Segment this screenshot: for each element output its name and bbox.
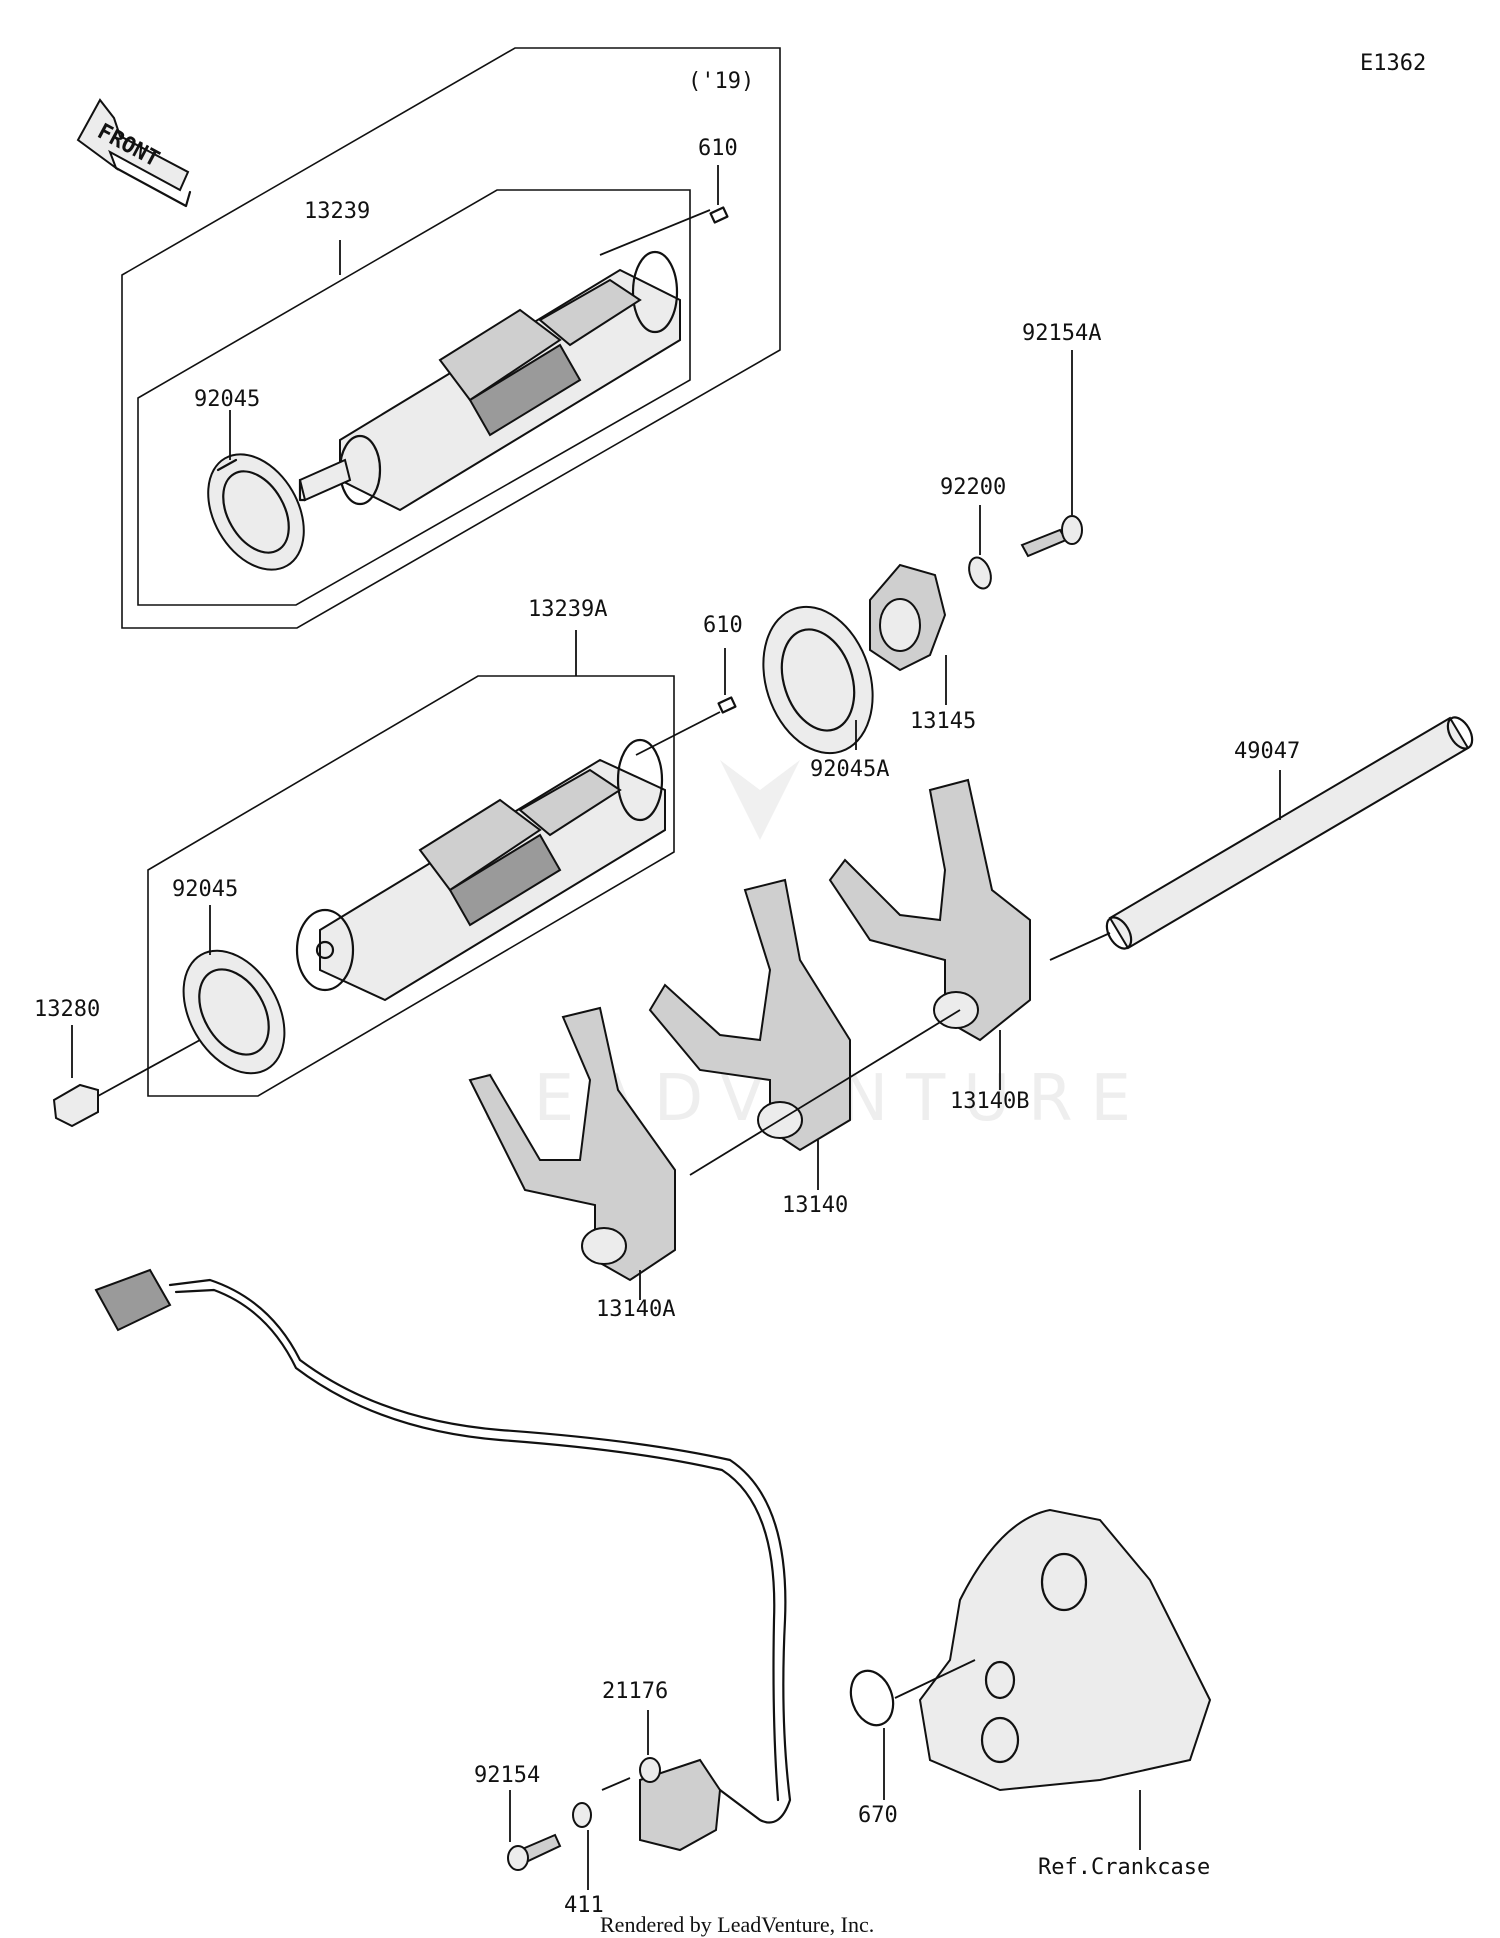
drum-main-bracket [147, 675, 675, 1097]
label-13145: 13145 [910, 709, 976, 734]
label-ref-crankcase: Ref.Crankcase [1038, 1855, 1210, 1880]
bolt-92154A [1020, 528, 1068, 558]
washer-92200 [968, 556, 992, 590]
label-13140B: 13140B [950, 1089, 1029, 1114]
label-610-top: 610 [698, 136, 738, 161]
pin-610-top [709, 206, 729, 224]
shift-fork-13140A: 13140A [468, 1006, 676, 1322]
label-610-mid: 610 [703, 613, 743, 638]
bolt-92154: 92154 [474, 1763, 562, 1871]
label-21176: 21176 [602, 1679, 668, 1704]
label-13239A: 13239A [528, 597, 607, 622]
shift-drum-19 [298, 250, 681, 512]
label-49047: 49047 [1234, 739, 1300, 764]
label-411: 411 [564, 1893, 604, 1918]
pin-610-mid [717, 696, 737, 714]
label-13140: 13140 [782, 1193, 848, 1218]
washer-411: 411 [564, 1802, 604, 1918]
label-670: 670 [858, 1803, 898, 1828]
sensor-21176: 21176 [601, 1679, 722, 1852]
label-92154: 92154 [474, 1763, 540, 1788]
front-label: FRONT [93, 119, 163, 172]
label-13239: 13239 [304, 199, 370, 224]
sensor-harness [94, 1268, 792, 1824]
bearing-92045A: 92045A [762, 605, 889, 782]
label-13140A: 13140A [596, 1297, 675, 1322]
drum-19-bracket [137, 189, 691, 606]
connector-icon [94, 1268, 172, 1332]
label-92045A: 92045A [810, 757, 889, 782]
crankcase-ref: Ref.Crankcase [918, 1508, 1212, 1880]
oring-670: 670 [849, 1659, 976, 1828]
pin-13280: 13280 [34, 997, 201, 1128]
label-92045-mid: 92045 [172, 877, 238, 902]
shift-drum-13239A [295, 738, 666, 1002]
variant-19-frame [121, 47, 781, 629]
shift-fork-13140: 13140 [648, 878, 851, 1218]
shaft-49047: 49047 [1049, 716, 1474, 961]
label-92200: 92200 [940, 475, 1006, 500]
variant-19-group: ('19) 13239 92045 610 [121, 47, 781, 629]
drum-main-group: 13239A 92045 610 [147, 597, 743, 1097]
cam-assembly: 92154A 92200 13145 [869, 321, 1101, 734]
credit-text: Rendered by LeadVenture, Inc. [600, 1912, 874, 1937]
bearing-92045-top [207, 453, 305, 571]
bearing-92045-mid [182, 949, 286, 1075]
label-13280: 13280 [34, 997, 100, 1022]
year-note: ('19) [688, 69, 754, 94]
label-92045-top: 92045 [194, 387, 260, 412]
front-arrow-icon: FRONT [76, 98, 192, 208]
watermark-logo [720, 760, 800, 840]
label-92154A: 92154A [1022, 321, 1101, 346]
diagram-code: E1362 [1360, 51, 1426, 76]
